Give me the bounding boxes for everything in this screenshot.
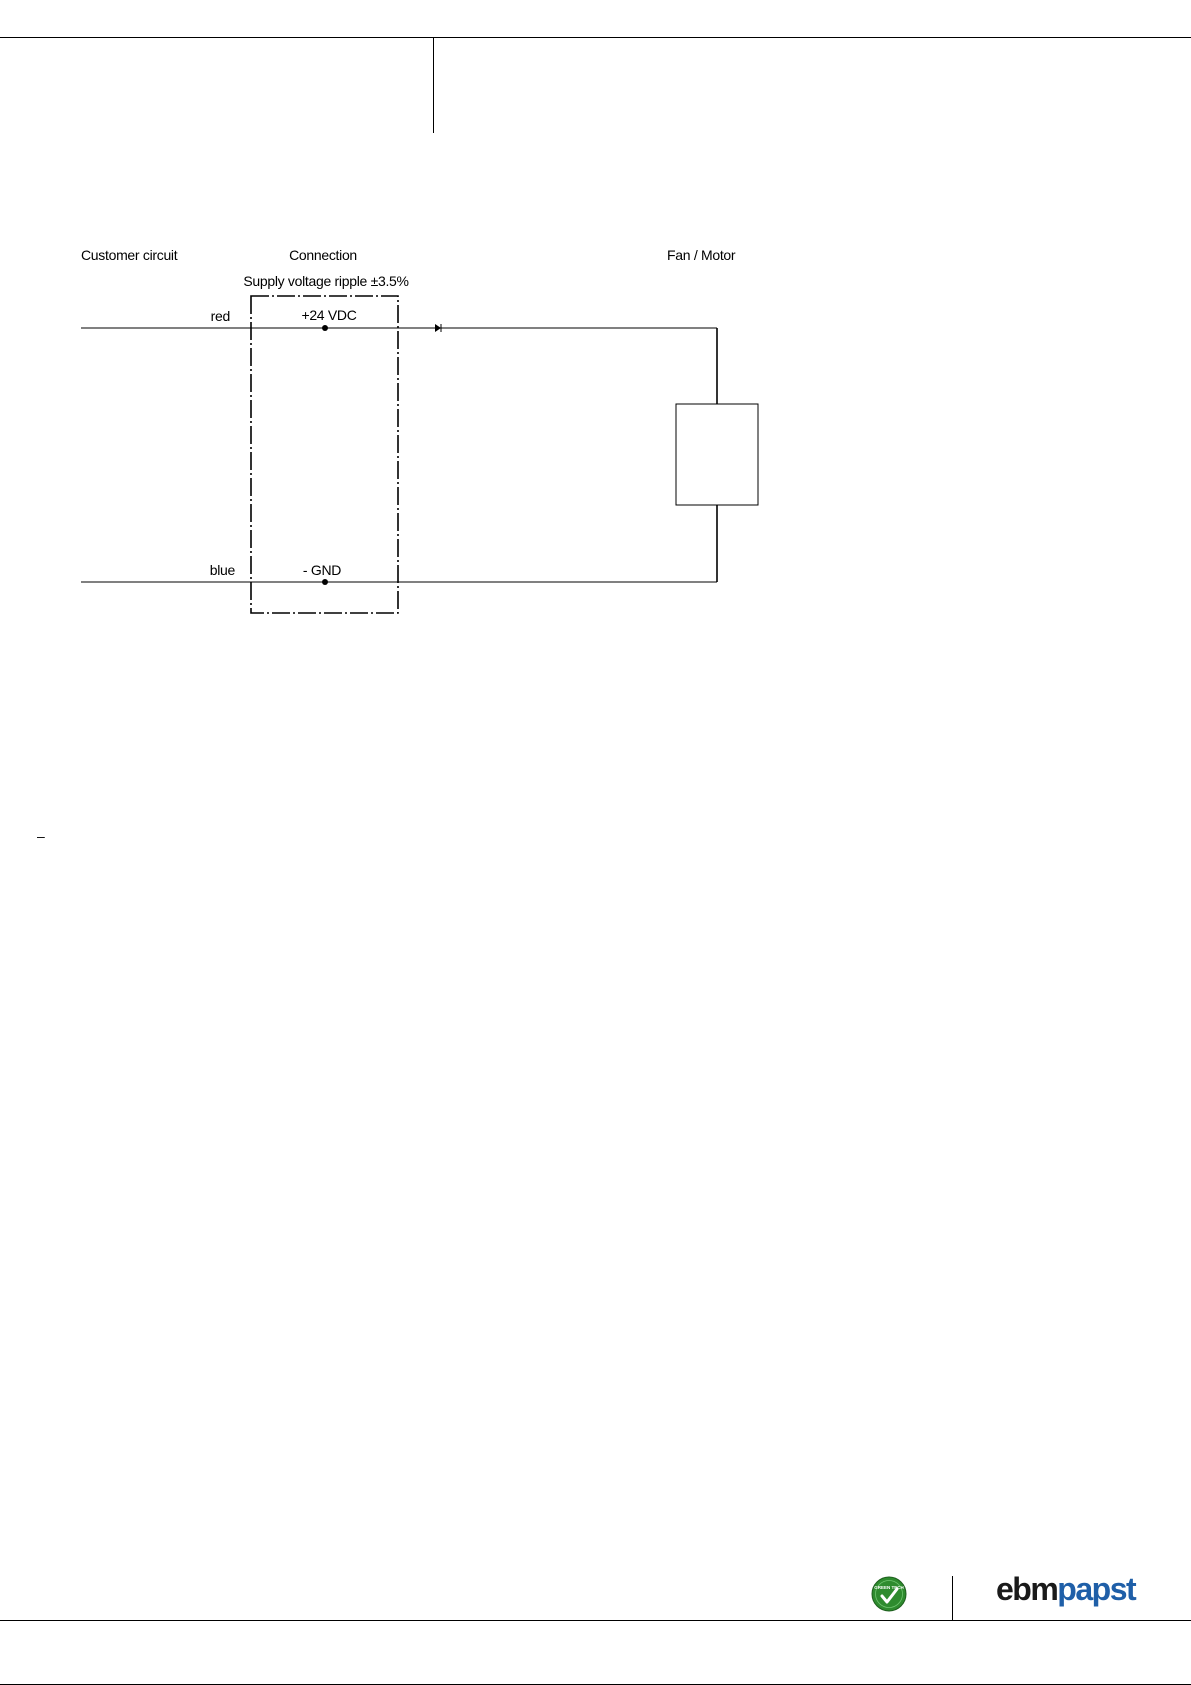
terminal-dot-bottom xyxy=(322,579,328,585)
terminal-label-top: +24 VDC xyxy=(301,307,356,323)
fan-motor-header: Fan / Motor xyxy=(667,247,735,263)
connection-header: Connection xyxy=(289,247,357,263)
terminal-label-bottom: - GND xyxy=(303,562,341,578)
ebmpapst-logo: ebmpapst xyxy=(996,1569,1135,1609)
terminal-dot-top xyxy=(322,325,328,331)
brand-part-1: ebm xyxy=(996,1571,1057,1607)
supply-voltage-note: Supply voltage ripple ±3.5% xyxy=(243,273,408,289)
green-tech-badge-icon: GREEN TECH xyxy=(871,1576,907,1612)
wire-color-top: red xyxy=(211,308,230,324)
badge-text: GREEN TECH xyxy=(874,1585,904,1590)
motor-box xyxy=(676,404,758,505)
customer-circuit-header: Customer circuit xyxy=(81,247,177,263)
wire-color-bottom: blue xyxy=(210,562,235,578)
diode-icon xyxy=(435,324,441,332)
brand-part-2: papst xyxy=(1057,1571,1135,1607)
margin-mark: – xyxy=(37,828,45,844)
